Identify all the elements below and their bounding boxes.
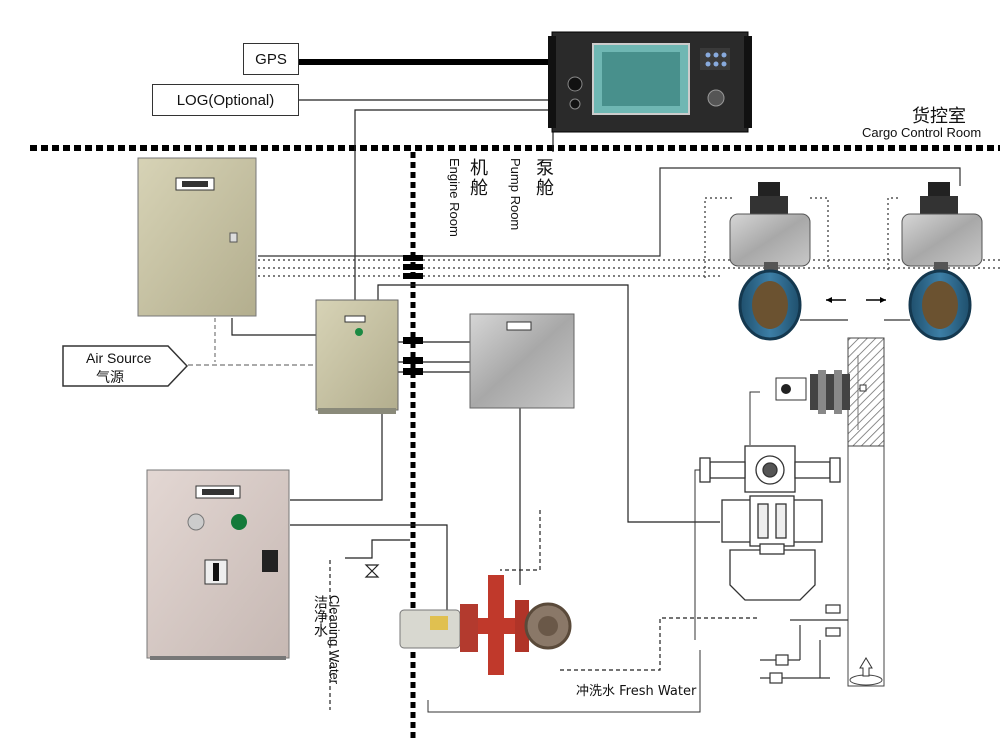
manifold <box>699 445 841 601</box>
air-source-zh-label: 气源 <box>96 370 124 386</box>
engine-room-en-label: Engine Room <box>447 158 462 237</box>
butterfly-valve-icon <box>729 182 811 341</box>
pump-room-en-label: Pump Room <box>508 158 523 231</box>
gps-box: GPS <box>243 43 299 75</box>
cleaning-water-en-label: Cleaning Water <box>327 595 342 685</box>
probe-assembly <box>775 370 867 414</box>
log-box: LOG(Optional) <box>152 84 299 116</box>
cable-junctions <box>403 255 423 375</box>
display-unit-icon <box>548 31 752 133</box>
fresh-water-label: 冲洗水 Fresh Water <box>576 684 697 699</box>
sample-valves <box>760 604 848 684</box>
cleaning-water-zh-label: 洁净水 <box>312 595 328 637</box>
engine-room-zh-label: 机舱 <box>467 158 488 198</box>
starter-cabinet <box>146 469 290 660</box>
log-label: LOG(Optional) <box>176 91 275 109</box>
air-source-en-label: Air Source <box>86 350 152 366</box>
pump-controller <box>469 313 575 409</box>
pump-room-zh-label: 泵舱 <box>533 158 554 198</box>
electrical-cabinet-upper <box>137 157 257 317</box>
gps-label: GPS <box>255 50 287 68</box>
air-source-tag: Air Source 气源 <box>62 345 188 387</box>
cargo-control-room-en-label: Cargo Control Room <box>862 125 982 140</box>
cargo-control-room-zh-label: 货控室 <box>912 106 966 127</box>
pump-icon <box>399 575 572 675</box>
sampling-pipe <box>847 337 885 687</box>
control-box <box>315 299 399 414</box>
butterfly-valve-icon-2 <box>901 182 983 341</box>
